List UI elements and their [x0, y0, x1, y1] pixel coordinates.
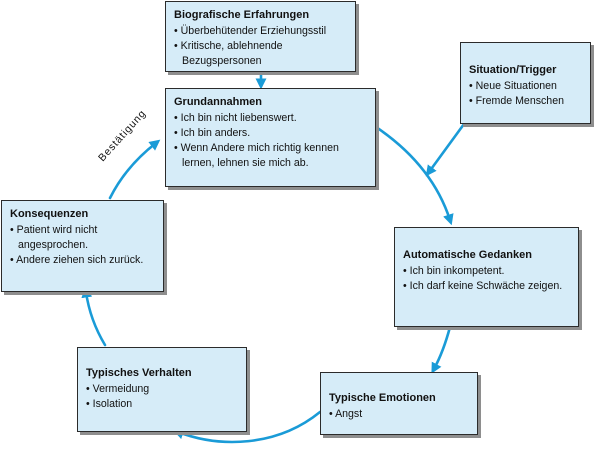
arrow-situation-to-gedanken [425, 122, 466, 177]
box-items: Angst [329, 407, 471, 422]
box-item: Vermeidung [86, 382, 240, 397]
box-items: Vermeidung Isolation [86, 382, 240, 412]
box-item: Angst [329, 407, 471, 422]
box-item: Ich bin anders. [174, 126, 369, 141]
box-title: Automatische Gedanken [403, 249, 532, 261]
arrow-grundannahmen-to-gedanken [374, 125, 454, 226]
arrow-verhalten-to-konsequenzen [81, 286, 107, 347]
box-konsequenzen: Konsequenzen Patient wird nicht angespro… [1, 200, 164, 292]
box-typisches-verhalten: Typisches Verhalten Vermeidung Isolation [77, 347, 247, 432]
box-item: Patient wird nicht angesprochen. [10, 223, 157, 253]
box-title: Konsequenzen [10, 208, 89, 220]
box-situation-trigger: Situation/Trigger Neue Situationen Fremd… [460, 42, 591, 124]
box-items: Neue Situationen Fremde Menschen [469, 79, 584, 109]
box-item: Wenn Andere mich richtig kennen lernen, … [174, 141, 369, 171]
box-title: Typisches Verhalten [86, 367, 192, 379]
box-typische-emotionen: Typische Emotionen Angst [320, 372, 478, 435]
arrow-emotionen-to-verhalten [172, 410, 322, 444]
box-item: Ich darf keine Schwäche zeigen. [403, 279, 572, 294]
box-grundannahmen: Grundannahmen Ich bin nicht liebenswert.… [165, 88, 376, 187]
box-item: Ich bin inkompetent. [403, 264, 572, 279]
box-title: Biografische Erfahrungen [174, 9, 310, 21]
arrow-gedanken-to-emotionen [431, 325, 452, 374]
box-items: Patient wird nicht angesprochen. Andere … [10, 223, 157, 268]
arrow-konsequenzen-to-grundannahmen [108, 139, 161, 200]
box-item: Fremde Menschen [469, 94, 584, 109]
box-automatische-gedanken: Automatische Gedanken Ich bin inkompeten… [394, 227, 579, 327]
box-items: Überbehütender Erziehungsstil Kritische,… [174, 24, 349, 69]
box-items: Ich bin inkompetent. Ich darf keine Schw… [403, 264, 572, 294]
box-item: Andere ziehen sich zurück. [10, 253, 157, 268]
box-item: Kritische, ablehnende Bezugspersonen [174, 39, 349, 69]
box-item: Ich bin nicht liebenswert. [174, 111, 369, 126]
box-item: Neue Situationen [469, 79, 584, 94]
box-title: Grundannahmen [174, 96, 263, 108]
box-items: Ich bin nicht liebenswert. Ich bin ander… [174, 111, 369, 171]
box-title: Typische Emotionen [329, 392, 436, 404]
box-item: Isolation [86, 397, 240, 412]
box-biografische-erfahrungen: Biografische Erfahrungen Überbehütender … [165, 1, 356, 72]
box-item: Überbehütender Erziehungsstil [174, 24, 349, 39]
box-title: Situation/Trigger [469, 64, 557, 76]
